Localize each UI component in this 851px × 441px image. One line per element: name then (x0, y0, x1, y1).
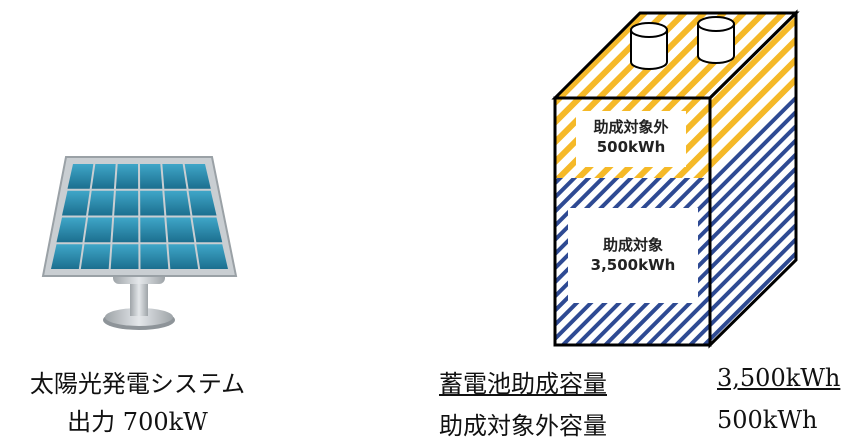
solar-system-title: 太陽光発電システム (29, 370, 246, 398)
panel-cell (56, 217, 87, 243)
panel-cell (110, 244, 139, 269)
panel-cell (114, 190, 139, 216)
covered-value: 3,500kWh (590, 256, 676, 274)
battery-terminal-left (630, 22, 668, 70)
solar-system-output: 出力 700kW (67, 408, 208, 436)
panel-cell (91, 164, 116, 189)
battery-front-outline (553, 96, 712, 347)
excluded-capacity-label: 助成対象外容量 (439, 412, 607, 440)
panel-cell (166, 217, 195, 243)
battery-block (551, 9, 800, 349)
panel-cell (140, 164, 163, 189)
panel-cell (164, 190, 191, 216)
panel-cell (188, 190, 217, 216)
covered-label: 助成対象 (602, 236, 663, 254)
panel-cell (192, 217, 223, 243)
battery-right-face-upper (710, 13, 796, 178)
panel-cell (115, 164, 139, 189)
panel-cell (168, 244, 199, 269)
excluded-value: 500kWh (596, 138, 666, 156)
panel-cell (88, 190, 114, 216)
subsidized-capacity-value: 3,500kWh (717, 364, 841, 392)
battery-terminal-right (697, 16, 735, 64)
panel-cell (140, 217, 167, 243)
panel-cell (196, 244, 228, 269)
solar-panel-icon (41, 156, 238, 330)
panel-cell (67, 164, 94, 189)
subsidized-capacity-label: 蓄電池助成容量 (439, 370, 607, 398)
panel-cell (140, 244, 169, 269)
panel-cell (80, 244, 111, 269)
excluded-capacity-value: 500kWh (717, 406, 818, 434)
panel-cell (162, 164, 187, 189)
panel-cells (51, 164, 228, 269)
panel-cell (62, 190, 90, 216)
stand-pole (130, 276, 148, 316)
panel-cell (51, 244, 83, 269)
panel-cell (184, 164, 211, 189)
panel-cell (140, 190, 165, 216)
excluded-label: 助成対象外 (593, 118, 669, 136)
panel-cell (112, 217, 139, 243)
covered-label-bg (568, 208, 698, 303)
excluded-label-bg (576, 111, 686, 167)
stand-base (105, 308, 173, 326)
battery-right-face-lower (710, 95, 796, 345)
panel-cell (84, 217, 113, 243)
